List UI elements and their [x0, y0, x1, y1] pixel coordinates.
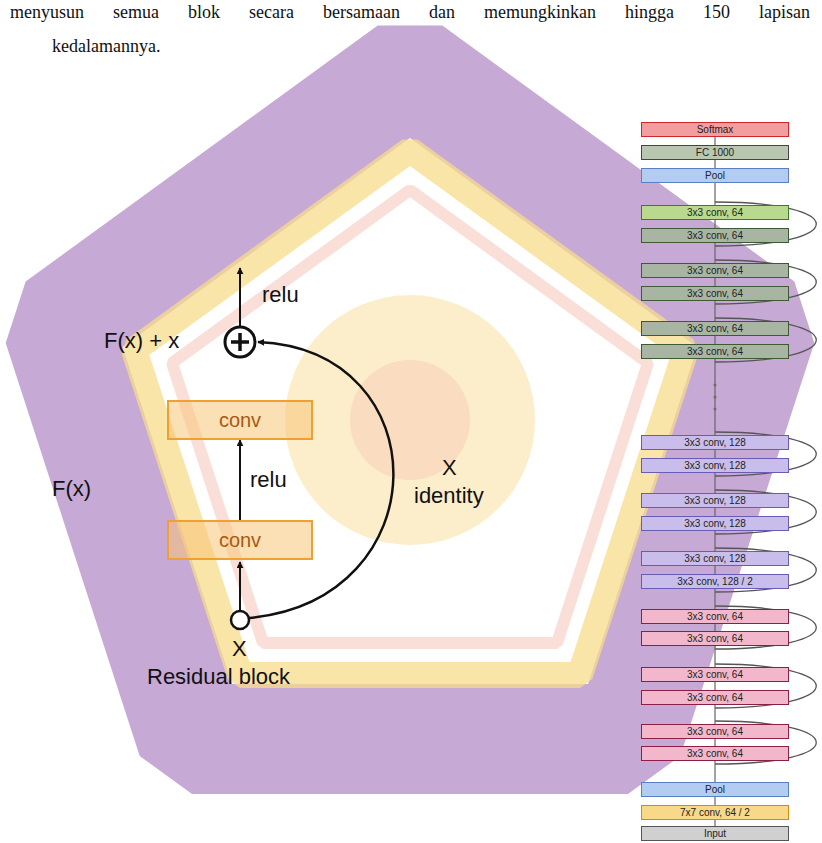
layer-box: 3x3 conv, 64 — [641, 344, 789, 359]
connector — [714, 646, 715, 667]
layer-name: 3x3 conv, 64 — [687, 347, 743, 357]
layer-name: 3x3 conv, 64 — [687, 670, 743, 680]
connector — [714, 566, 715, 574]
layer-name: Softmax — [697, 125, 734, 135]
layer-name: 7x7 conv, 64 / 2 — [680, 808, 750, 818]
layer-box: FC 1000 — [641, 145, 789, 160]
connector — [714, 473, 715, 493]
sum-label: F(x) + x — [104, 328, 179, 354]
layer-box: 3x3 conv, 64 — [641, 667, 789, 682]
layer-box: 3x3 conv, 64 — [641, 286, 789, 301]
layer-name: 3x3 conv, 64 — [687, 693, 743, 703]
watermark-circle-inner — [350, 360, 470, 480]
conv-layer-box: conv — [167, 400, 313, 440]
conv-layer-box: conv — [167, 520, 313, 560]
layer-name: 3x3 conv, 128 — [684, 496, 746, 506]
layer-box: 3x3 conv, 128 — [641, 493, 789, 508]
layer-box: 3x3 conv, 64 — [641, 205, 789, 220]
output-arrow — [239, 268, 241, 326]
connector — [714, 160, 715, 168]
connector — [239, 440, 241, 520]
layer-box: Pool — [641, 782, 789, 797]
input-arrow — [239, 562, 241, 611]
paragraph-line: kedalamannya. — [52, 36, 160, 57]
layer-name: 3x3 conv, 64 — [687, 231, 743, 241]
layer-box: 3x3 conv, 64 — [641, 263, 789, 278]
connector — [714, 761, 715, 782]
layer-name: 3x3 conv, 64 — [687, 727, 743, 737]
layer-name: 3x3 conv, 64 — [687, 612, 743, 622]
input-label: X — [232, 636, 247, 662]
layer-name: 3x3 conv, 64 — [687, 749, 743, 759]
connector — [714, 220, 715, 228]
connector — [714, 589, 715, 609]
connector — [714, 531, 715, 551]
layer-name: Pool — [705, 171, 725, 181]
connector — [714, 797, 715, 805]
layer-name: conv — [219, 410, 261, 430]
layer-box: 3x3 conv, 64 — [641, 228, 789, 243]
input-node — [231, 611, 249, 629]
identity-arc — [249, 342, 393, 618]
layer-name: 3x3 conv, 64 — [687, 324, 743, 334]
watermark-inner-band — [134, 150, 686, 675]
layer-name: 3x3 conv, 128 — [684, 461, 746, 471]
function-label: F(x) — [52, 476, 91, 502]
layer-name: 3x3 conv, 64 — [687, 208, 743, 218]
layer-name: 3x3 conv, 128 — [684, 554, 746, 564]
identity-label: identity — [414, 483, 484, 509]
connector — [714, 243, 715, 263]
layer-name: Input — [704, 829, 726, 839]
identity-label: X — [442, 455, 457, 481]
watermark-circle — [285, 295, 535, 545]
layer-box: 3x3 conv, 64 — [641, 724, 789, 739]
layer-box: Pool — [641, 168, 789, 183]
watermark-pink-band — [172, 190, 648, 643]
connector — [714, 137, 715, 145]
layer-name: FC 1000 — [696, 148, 734, 158]
layer-box: 7x7 conv, 64 / 2 — [641, 805, 789, 820]
connector — [714, 278, 715, 286]
activation-label: relu — [262, 282, 299, 308]
layer-box: 3x3 conv, 128 — [641, 435, 789, 450]
layer-box: 3x3 conv, 128 / 2 — [641, 574, 789, 589]
layer-box: 3x3 conv, 64 — [641, 690, 789, 705]
layer-name: 3x3 conv, 128 — [684, 438, 746, 448]
residual-block-wires — [225, 268, 393, 629]
layer-box: 3x3 conv, 128 — [641, 551, 789, 566]
connector — [714, 705, 715, 724]
layer-box: Softmax — [641, 122, 789, 137]
layer-name: 3x3 conv, 128 — [684, 519, 746, 529]
layer-name: conv — [219, 530, 261, 550]
block-title: Residual block — [147, 664, 290, 690]
layer-box: Input — [641, 826, 789, 841]
layer-name: 3x3 conv, 128 / 2 — [677, 577, 752, 587]
sum-symbol — [225, 327, 255, 357]
layer-box: 3x3 conv, 128 — [641, 458, 789, 473]
layer-box: 3x3 conv, 64 — [641, 609, 789, 624]
connector — [714, 450, 715, 458]
connector — [714, 739, 715, 746]
connector — [714, 301, 715, 321]
connector — [714, 336, 715, 344]
layer-name: 3x3 conv, 64 — [687, 634, 743, 644]
activation-label: relu — [248, 467, 289, 493]
plus-sign — [238, 333, 242, 351]
layer-box: 3x3 conv, 64 — [641, 631, 789, 646]
layer-name: Pool — [705, 785, 725, 795]
layer-box: 3x3 conv, 64 — [641, 321, 789, 336]
layer-box: 3x3 conv, 128 — [641, 516, 789, 531]
connector — [714, 183, 715, 205]
layer-name: 3x3 conv, 64 — [687, 289, 743, 299]
layer-name: 3x3 conv, 64 — [687, 266, 743, 276]
layer-box: 3x3 conv, 64 — [641, 746, 789, 761]
connector — [714, 359, 715, 435]
paragraph-line: menyusun semua blok secara bersamaan dan… — [10, 2, 810, 23]
connector — [714, 624, 715, 631]
connector — [714, 682, 715, 690]
connector — [714, 508, 715, 516]
